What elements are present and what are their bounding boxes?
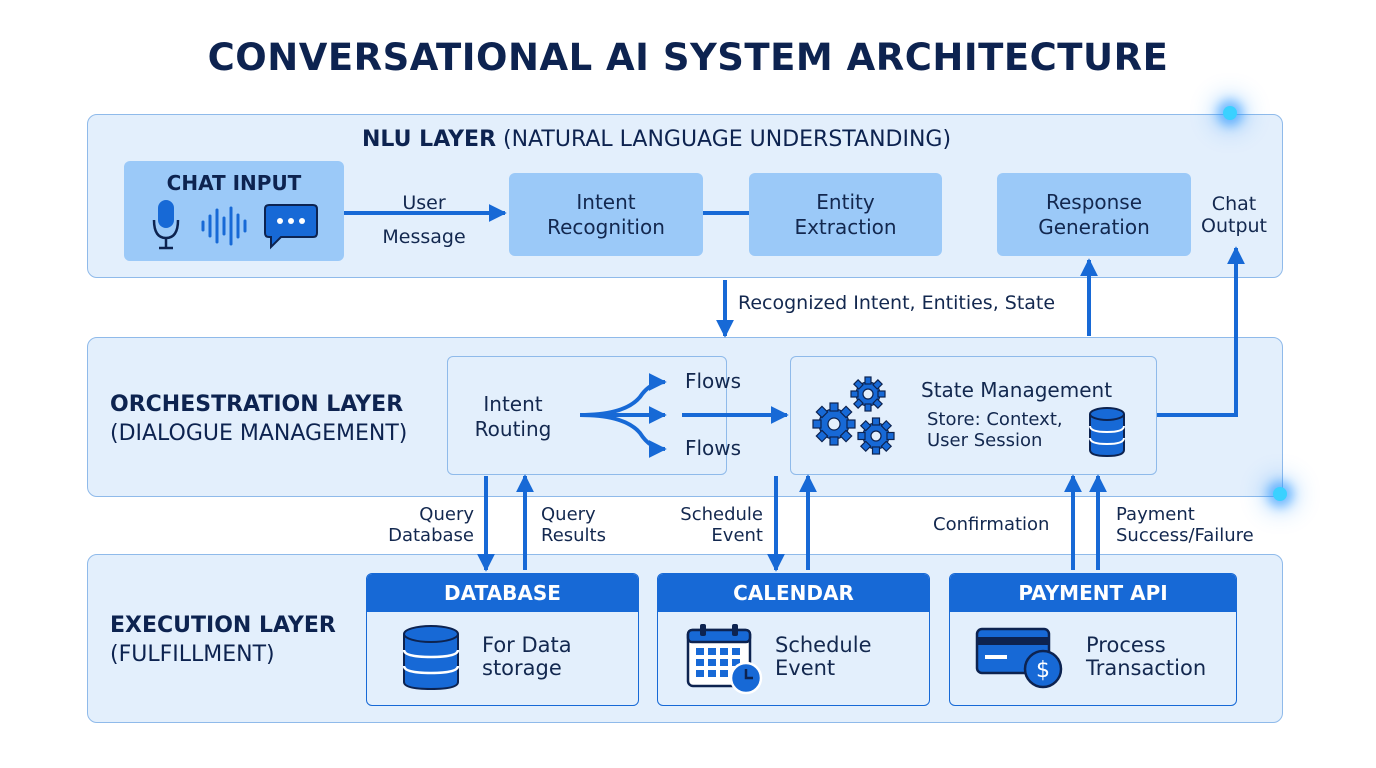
intent-routing-line: Intent [483, 392, 543, 416]
arrow-state-to-chat-output [1157, 246, 1245, 417]
user-message-line: Message [382, 226, 466, 248]
database-header: DATABASE [367, 574, 638, 612]
execution-layer-title: EXECUTION LAYER (FULFILLMENT) [110, 611, 336, 669]
intent-routing-label: Intent Routing [462, 392, 564, 442]
confirmation-label: Confirmation [933, 514, 1050, 535]
database-body-line: storage [482, 656, 562, 680]
response-generation-line: Response [1045, 189, 1143, 214]
chat-output-label: Chat Output [1192, 193, 1276, 237]
gears-icon [812, 376, 895, 455]
orchestration-layer-title-sub: (DIALOGUE MANAGEMENT) [110, 421, 408, 446]
svg-text:$: $ [1036, 658, 1050, 683]
payment-result-line: Payment [1116, 504, 1195, 525]
intent-recognition-line: Intent [576, 189, 636, 214]
execution-layer-title-sub: (FULFILLMENT) [110, 642, 275, 667]
query-database-label: Query Database [370, 504, 474, 546]
payment-body: Process Transaction [1086, 634, 1206, 680]
glow-dot-mid [1273, 487, 1287, 501]
user-message-label: User Message [372, 186, 476, 254]
database-body: For Data storage [482, 634, 572, 680]
payment-service: PAYMENT API [949, 573, 1237, 706]
query-database-line: Database [388, 525, 474, 546]
flow-branch-bottom [579, 413, 667, 458]
flows-top-label: Flows [685, 369, 742, 393]
calendar-clock-icon [686, 624, 763, 695]
query-results-label: Query Results [541, 504, 606, 546]
payment-body-line: Process [1086, 633, 1166, 657]
orchestration-layer-title: ORCHESTRATION LAYER (DIALOGUE MANAGEMENT… [110, 390, 407, 448]
flows-bottom-label: Flows [685, 436, 742, 460]
glow-dot-top [1223, 106, 1237, 120]
payment-result-line: Success/Failure [1116, 525, 1254, 546]
calendar-header: CALENDAR [658, 574, 929, 612]
diagram-title: CONVERSATIONAL AI SYSTEM ARCHITECTURE [207, 36, 1169, 79]
recognized-intent-label: Recognized Intent, Entities, State [738, 292, 1056, 314]
nlu-layer-title-sub: (NATURAL LANGUAGE UNDERSTANDING) [503, 127, 952, 152]
chat-output-line: Output [1201, 215, 1267, 237]
microphone-icon [152, 200, 180, 250]
intent-routing-line: Routing [474, 417, 552, 441]
response-generation-box: Response Generation [997, 173, 1191, 256]
payment-header: PAYMENT API [950, 574, 1236, 612]
query-results-line: Query [541, 504, 596, 525]
flow-branch-top [579, 373, 667, 417]
database-storage-icon [402, 625, 460, 691]
chat-output-line: Chat [1211, 193, 1257, 215]
entity-extraction-line: Entity [816, 189, 875, 214]
credit-card-dollar-icon: $ [975, 627, 1063, 689]
sound-wave-icon [201, 206, 247, 246]
intent-recognition-line: Recognition [547, 214, 665, 239]
calendar-body: Schedule Event [775, 634, 872, 680]
payment-result-label: Payment Success/Failure [1116, 504, 1254, 546]
entity-extraction-line: Extraction [794, 214, 897, 239]
store-context-line: Store: Context, [927, 409, 1063, 430]
database-icon [1089, 407, 1125, 458]
store-context-label: Store: Context, User Session [927, 409, 1063, 451]
execution-layer-title-bold: EXECUTION LAYER [110, 613, 336, 638]
store-context-line: User Session [927, 430, 1043, 451]
nlu-layer-title-bold: NLU LAYER [362, 127, 497, 152]
user-message-line: User [402, 192, 446, 214]
payment-body-line: Transaction [1086, 656, 1207, 680]
state-management-label: State Management [921, 378, 1113, 402]
schedule-event-label: Schedule Event [660, 504, 763, 546]
schedule-event-line: Event [711, 525, 763, 546]
calendar-body-line: Schedule [775, 633, 872, 657]
schedule-event-line: Schedule [680, 504, 763, 525]
intent-recognition-box: Intent Recognition [509, 173, 703, 256]
chat-bubble-icon [264, 204, 318, 250]
query-database-line: Query [419, 504, 474, 525]
database-body-line: For Data [482, 633, 572, 657]
nlu-layer-title: NLU LAYER (NATURAL LANGUAGE UNDERSTANDIN… [362, 126, 951, 154]
query-results-line: Results [541, 525, 606, 546]
calendar-body-line: Event [775, 656, 836, 680]
entity-extraction-box: Entity Extraction [749, 173, 942, 256]
response-generation-line: Generation [1038, 214, 1150, 239]
orchestration-layer-title-bold: ORCHESTRATION LAYER [110, 392, 404, 417]
chat-input-label: CHAT INPUT [166, 171, 302, 195]
